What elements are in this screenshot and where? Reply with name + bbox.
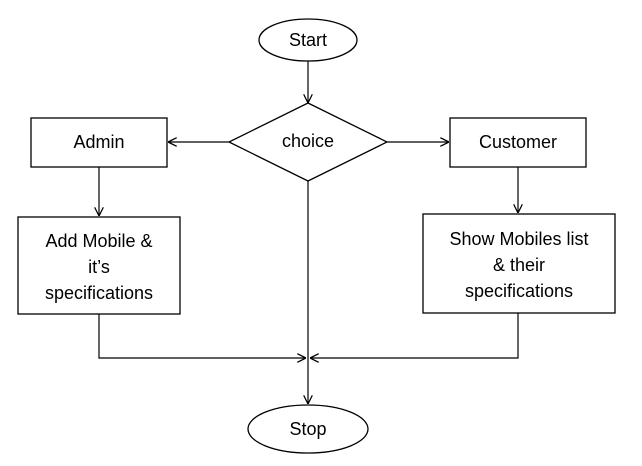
stop-terminal-shape: [247, 404, 369, 454]
customer-process-box: [449, 117, 587, 168]
show-mobiles-process-box: [422, 213, 616, 314]
edges: [99, 60, 518, 404]
show-mobiles-label-line-1: Show Mobiles list: [449, 229, 588, 249]
add-mobile-process-box: [17, 216, 181, 315]
start-label: Start: [289, 30, 327, 50]
show-mobiles-node: Show Mobiles list & their specifications: [422, 213, 616, 314]
choice-node: choice: [227, 102, 389, 182]
add-mobile-label-line-3: specifications: [45, 283, 153, 303]
start-node: Start: [258, 18, 358, 62]
show-mobiles-label-line-2: & their: [493, 255, 545, 275]
choice-decision-shape: [227, 102, 389, 182]
stop-label: Stop: [289, 419, 326, 439]
choice-label: choice: [282, 131, 334, 151]
add-mobile-label-line-2: it’s: [88, 257, 110, 277]
customer-label: Customer: [479, 132, 557, 152]
admin-process-box: [30, 117, 168, 168]
add-mobile-label-line-1: Add Mobile &: [45, 231, 152, 251]
stop-node: Stop: [247, 404, 369, 454]
show-mobiles-label-line-3: specifications: [465, 281, 573, 301]
edge-show-mobiles-to-merge: [310, 313, 519, 358]
admin-label: Admin: [73, 132, 124, 152]
edge-add-mobile-to-merge: [98, 314, 306, 358]
customer-node: Customer: [449, 117, 587, 168]
start-terminal-shape: [258, 18, 358, 62]
admin-node: Admin: [30, 117, 168, 168]
add-mobile-node: Add Mobile & it’s specifications: [17, 216, 181, 315]
